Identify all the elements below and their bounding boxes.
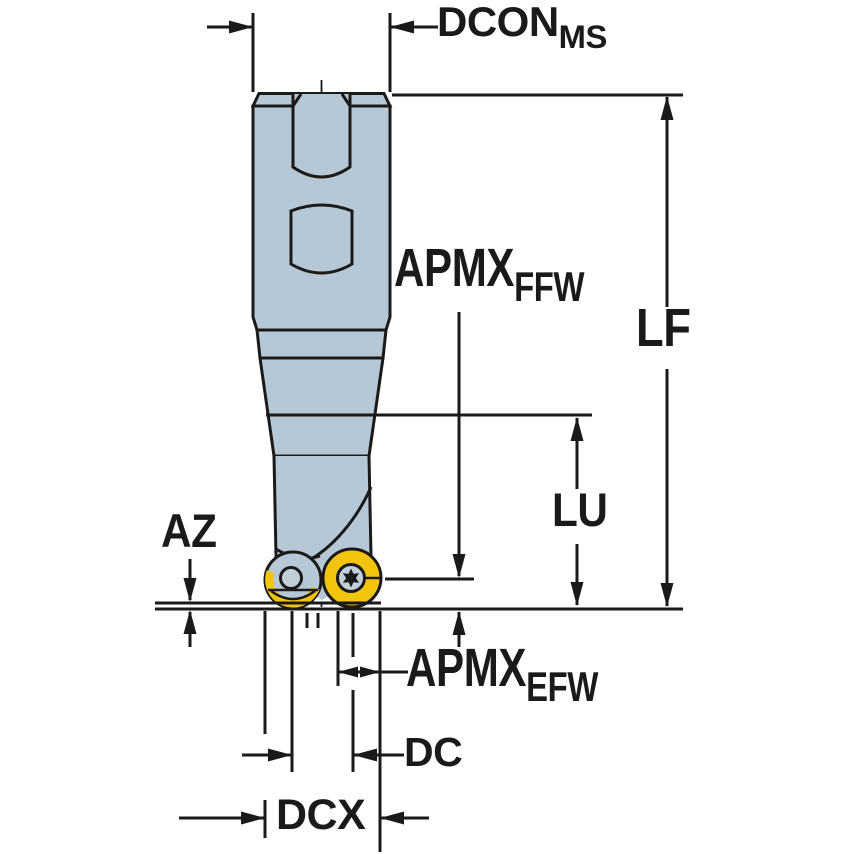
label-apmx-efw-subscript: EFW <box>526 663 598 711</box>
label-lf-main: LF <box>636 298 691 358</box>
label-apmx-ffw-main: APMX <box>394 238 515 298</box>
label-lu-main: LU <box>552 483 608 536</box>
torx-screw-icon <box>342 568 360 588</box>
dimension-az <box>183 559 197 647</box>
weldon-flat-upper <box>291 94 352 179</box>
dcx-arrow-left-icon <box>380 811 404 825</box>
dimension-dcx <box>179 811 429 825</box>
label-dcx-main: DCX <box>276 791 366 839</box>
left-insert <box>263 550 323 610</box>
tool-body <box>250 80 393 609</box>
label-apmx-efw-main: APMX <box>406 638 527 698</box>
top-face-chamfer-left <box>291 93 303 107</box>
label-apmx-ffw: APMXFFW <box>394 238 584 308</box>
label-apmx-efw: APMXEFW <box>406 638 598 708</box>
az-arrow-down-icon <box>183 578 197 602</box>
dc-arrow-left-icon <box>353 748 377 762</box>
dimension-dc <box>242 748 404 762</box>
left-insert-hole <box>279 566 303 590</box>
reference-planes <box>155 601 683 611</box>
label-az-main: AZ <box>161 504 217 557</box>
top-face-chamfer-right <box>340 93 352 107</box>
label-dc-main: DC <box>404 729 463 775</box>
dcon-arrow-left-icon <box>390 20 414 34</box>
az-arrow-up-icon <box>183 610 197 634</box>
label-dcon-subscript: MS <box>558 17 608 55</box>
neck-edge-right <box>367 455 373 557</box>
dimension-lf <box>392 93 683 607</box>
dc-arrow-right-icon <box>268 748 292 762</box>
label-lf: LF <box>636 301 691 355</box>
apmx-ffw-arrow-down-icon <box>452 554 466 578</box>
dcx-arrow-right-icon <box>241 811 265 825</box>
left-insert-bottom-arc <box>270 590 316 601</box>
apmx-efw-arrow-left-icon <box>338 666 358 678</box>
left-insert-carbide-rim <box>265 570 320 608</box>
dimension-apmx-ffw <box>385 312 474 647</box>
apmx-efw-arrow-right-icon <box>360 666 380 678</box>
label-dcx: DCX <box>276 791 366 839</box>
label-dc: DC <box>404 729 463 775</box>
lf-arrow-up-icon <box>660 96 674 120</box>
dimension-apmx-efw <box>338 666 408 678</box>
weldon-flat-lower <box>289 203 354 275</box>
label-dcon-main: DCON <box>437 0 559 45</box>
apmx-ffw-arrow-up-icon <box>452 611 466 635</box>
lf-arrow-down-icon <box>660 583 674 607</box>
dcon-arrow-right-icon <box>229 20 253 34</box>
dimension-lu <box>266 413 592 606</box>
right-insert <box>321 547 383 609</box>
taper-section <box>258 356 385 458</box>
label-az: AZ <box>161 504 217 557</box>
lu-arrow-up-icon <box>570 417 584 441</box>
label-lu: LU <box>552 483 608 536</box>
label-apmx-ffw-subscript: FFW <box>514 263 585 311</box>
lu-arrow-down-icon <box>570 582 584 606</box>
collar-section <box>255 328 388 360</box>
dimension-dcon <box>207 13 438 92</box>
label-dcon-ms: DCONMS <box>437 0 607 53</box>
neck-edge-left <box>272 455 278 558</box>
